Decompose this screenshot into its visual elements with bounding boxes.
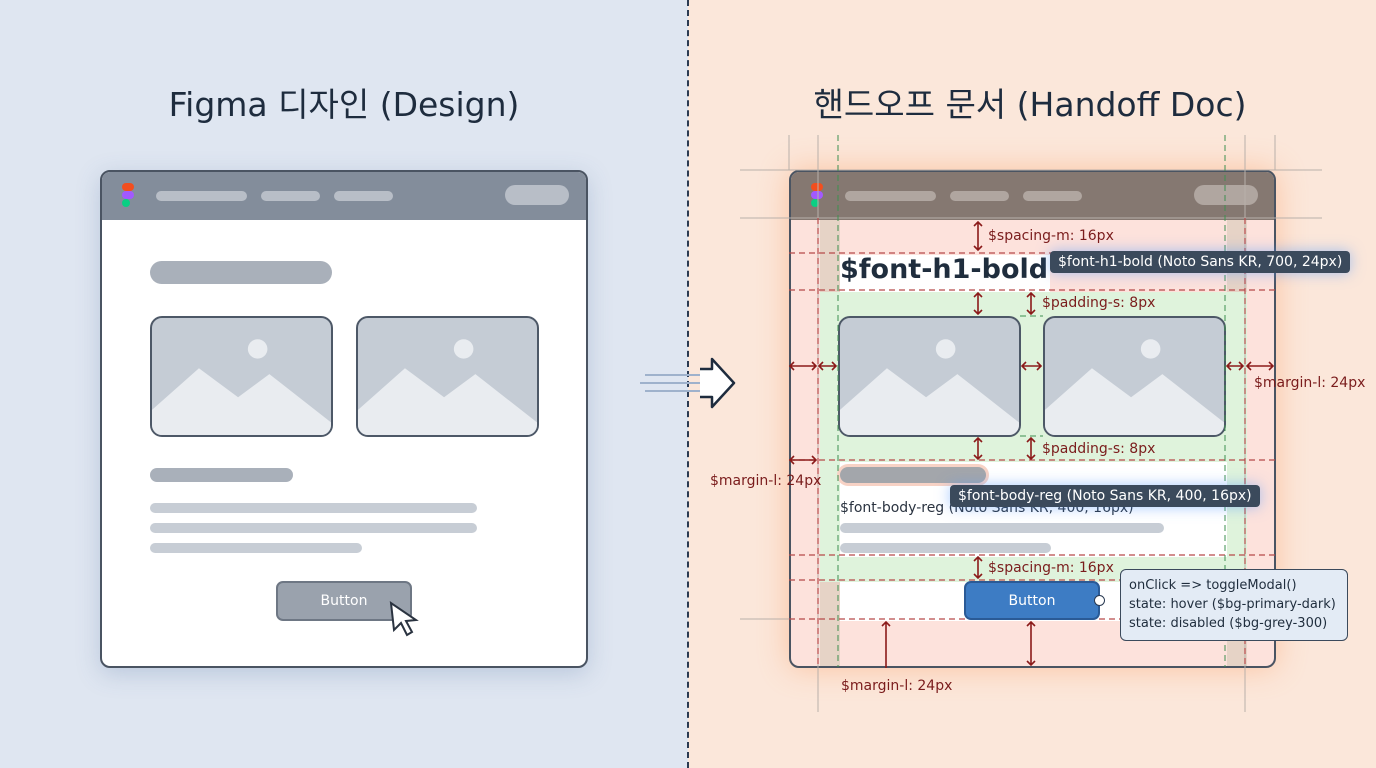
interaction-note: state: disabled ($bg-grey-300): [1129, 616, 1328, 631]
subheading-placeholder: [840, 467, 986, 483]
text-line-placeholder: [840, 543, 1051, 553]
header-button-placeholder: [1194, 185, 1258, 205]
padding-label: $padding-s: 8px: [1042, 441, 1156, 457]
header-button-placeholder: [505, 185, 569, 205]
nav-placeholder: [156, 191, 247, 201]
cursor-icon: [389, 600, 419, 637]
image-placeholder-icon: [1043, 316, 1226, 437]
nav-placeholder: [261, 191, 320, 201]
image-placeholder-icon: [838, 316, 1021, 437]
text-line-placeholder: [150, 543, 362, 553]
margin-label: $margin-l: 24px: [1254, 375, 1366, 391]
nav-placeholder: [334, 191, 393, 201]
nav-placeholder: [1023, 191, 1082, 201]
figma-logo-icon: [122, 183, 134, 207]
interaction-note: onClick => toggleModal(): [1129, 578, 1297, 593]
window-header: [791, 172, 1274, 220]
text-line-placeholder: [150, 523, 477, 533]
design-button[interactable]: Button: [276, 581, 412, 621]
window-header: [102, 172, 586, 220]
text-line-placeholder: [150, 503, 477, 513]
heading-tooltip: $font-h1-bold (Noto Sans KR, 700, 24px): [1050, 251, 1351, 273]
handoff-title: 핸드오프 문서 (Handoff Doc): [813, 85, 1247, 124]
margin-label: $margin-l: 24px: [841, 678, 953, 694]
figma-logo-icon: [811, 183, 823, 207]
text-line-placeholder: [840, 523, 1164, 533]
subheading-placeholder: [150, 468, 293, 482]
heading-token: $font-h1-bold: [840, 254, 1049, 285]
image-placeholder-icon: [150, 316, 333, 437]
spacing-label: $spacing-m: 16px: [988, 560, 1114, 576]
padding-label: $padding-s: 8px: [1042, 295, 1156, 311]
nav-placeholder: [845, 191, 936, 201]
handoff-button[interactable]: Button: [964, 581, 1100, 620]
heading-area: [840, 255, 1050, 292]
interaction-note: state: hover ($bg-primary-dark): [1129, 597, 1336, 612]
interaction-notes: onClick => toggleModal() state: hover ($…: [1120, 569, 1348, 641]
spacing-label: $spacing-m: 16px: [988, 228, 1114, 244]
transition-arrow-icon: [640, 357, 736, 409]
design-title: Figma 디자인 (Design): [168, 85, 520, 124]
design-window: Button: [100, 170, 588, 668]
body-tooltip: $font-body-reg (Noto Sans KR, 400, 16px): [950, 485, 1260, 507]
heading-placeholder: [150, 261, 332, 284]
nav-placeholder: [950, 191, 1009, 201]
margin-label: $margin-l: 24px: [710, 473, 822, 489]
image-placeholder-icon: [356, 316, 539, 437]
connector-dot-icon: [1094, 595, 1105, 606]
